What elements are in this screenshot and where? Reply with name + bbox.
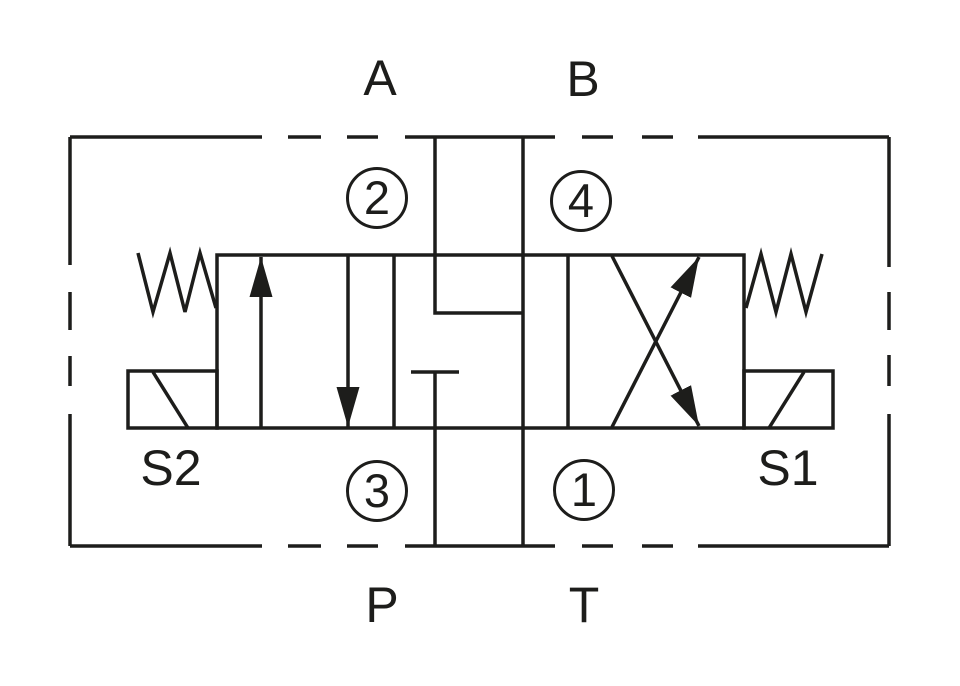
dashed-boundary-box — [68, 135, 891, 548]
flow-arrow-cross-down — [610, 255, 701, 427]
position-right-crossed-arrows — [610, 255, 701, 428]
position-center-condition — [411, 137, 525, 546]
port-label-t: T — [569, 577, 600, 633]
valve-envelope — [215, 253, 746, 430]
position-left-parallel-arrows — [249, 255, 360, 428]
solenoid-label-s2: S2 — [140, 440, 201, 496]
cavity-number-bottom-left: 3 — [346, 460, 408, 522]
port-label-a: A — [363, 50, 397, 106]
svg-text:2: 2 — [364, 171, 390, 224]
port-label-b: B — [566, 51, 599, 107]
valve-body — [215, 253, 746, 430]
port-a-connection — [433, 137, 523, 315]
solenoid-right-icon — [742, 369, 835, 430]
solenoid-left-icon — [126, 369, 219, 430]
port-label-p: P — [365, 577, 398, 633]
svg-text:3: 3 — [364, 464, 390, 517]
spring-right-icon — [744, 247, 824, 319]
spring-left-icon — [136, 246, 218, 319]
svg-text:4: 4 — [568, 174, 594, 227]
cavity-number-top-right: 4 — [550, 170, 612, 232]
solenoid-label-s1: S1 — [757, 440, 818, 496]
cavity-number-top-left: 2 — [346, 167, 408, 229]
cavity-number-bottom-right: 1 — [553, 459, 615, 521]
svg-text:1: 1 — [571, 463, 597, 516]
